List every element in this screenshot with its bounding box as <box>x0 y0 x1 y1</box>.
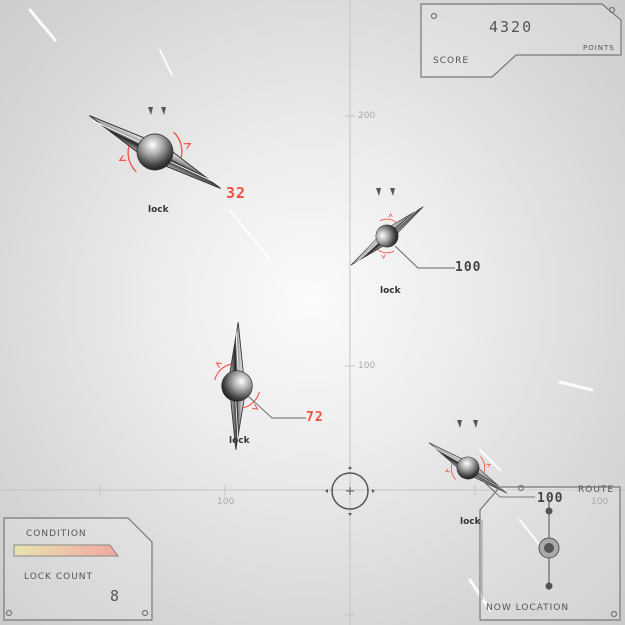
lock-label-3: lock <box>229 436 250 446</box>
tick-label-100-horizontal: 100 <box>217 497 235 507</box>
tick-label-100-vertical: 100 <box>358 361 376 371</box>
score-unit: POINTS <box>583 44 615 52</box>
enemy-marker-1 <box>148 107 166 115</box>
now-location-label: NOW LOCATION <box>486 603 570 613</box>
distance-4: 100 <box>537 491 564 506</box>
tick-label-200: 200 <box>358 111 376 121</box>
condition-label: CONDITION <box>26 529 87 539</box>
distance-1: 32 <box>226 184 247 202</box>
player-crosshair <box>325 466 375 516</box>
score-label: SCORE <box>433 56 470 66</box>
lock-count-label: LOCK COUNT <box>24 572 94 582</box>
enemy-drone-3[interactable] <box>213 321 262 451</box>
lock-count-value: 8 <box>110 587 120 605</box>
leader-line-3 <box>247 395 306 419</box>
enemy-marker-4 <box>457 420 478 428</box>
route-label: ROUTE <box>578 485 615 495</box>
enemy-drone-1[interactable] <box>76 96 234 208</box>
leader-line-2 <box>394 245 455 269</box>
enemy-drone-2[interactable] <box>342 193 433 279</box>
tick-label-100-horizontal-right: 100 <box>591 497 609 507</box>
route-nodes <box>538 507 560 590</box>
lock-label-2: lock <box>380 286 401 296</box>
distance-2: 100 <box>455 260 482 275</box>
score-panel <box>420 3 622 78</box>
lock-label-4: lock <box>460 517 481 527</box>
score-value: 4320 <box>489 18 534 36</box>
lock-label-1: lock <box>148 205 169 215</box>
distance-3: 72 <box>306 410 324 425</box>
condition-panel <box>3 517 153 621</box>
enemy-marker-2 <box>376 188 395 196</box>
leader-line-4 <box>479 477 535 498</box>
condition-gauge <box>13 544 119 557</box>
